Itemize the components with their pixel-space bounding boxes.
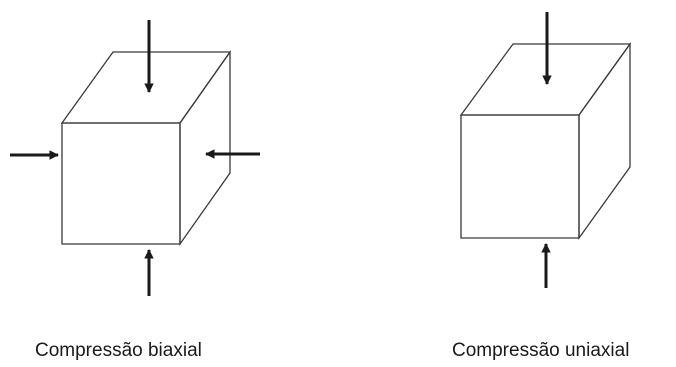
- biaxial-cube: [60, 49, 232, 247]
- uniaxial-cube-front-face: [460, 114, 580, 239]
- biaxial-cube-side-face: [179, 49, 231, 247]
- biaxial-cube-front-face: [61, 122, 181, 245]
- uniaxial-cube: [459, 41, 632, 241]
- caption-uniaxial-compression: Compressão uniaxial: [452, 340, 630, 361]
- biaxial-arrows: [10, 20, 260, 296]
- uniaxial-arrows: [541, 12, 552, 288]
- uniaxial-cube-side-face: [578, 41, 631, 241]
- caption-biaxial-compression: Compressão biaxial: [35, 340, 202, 361]
